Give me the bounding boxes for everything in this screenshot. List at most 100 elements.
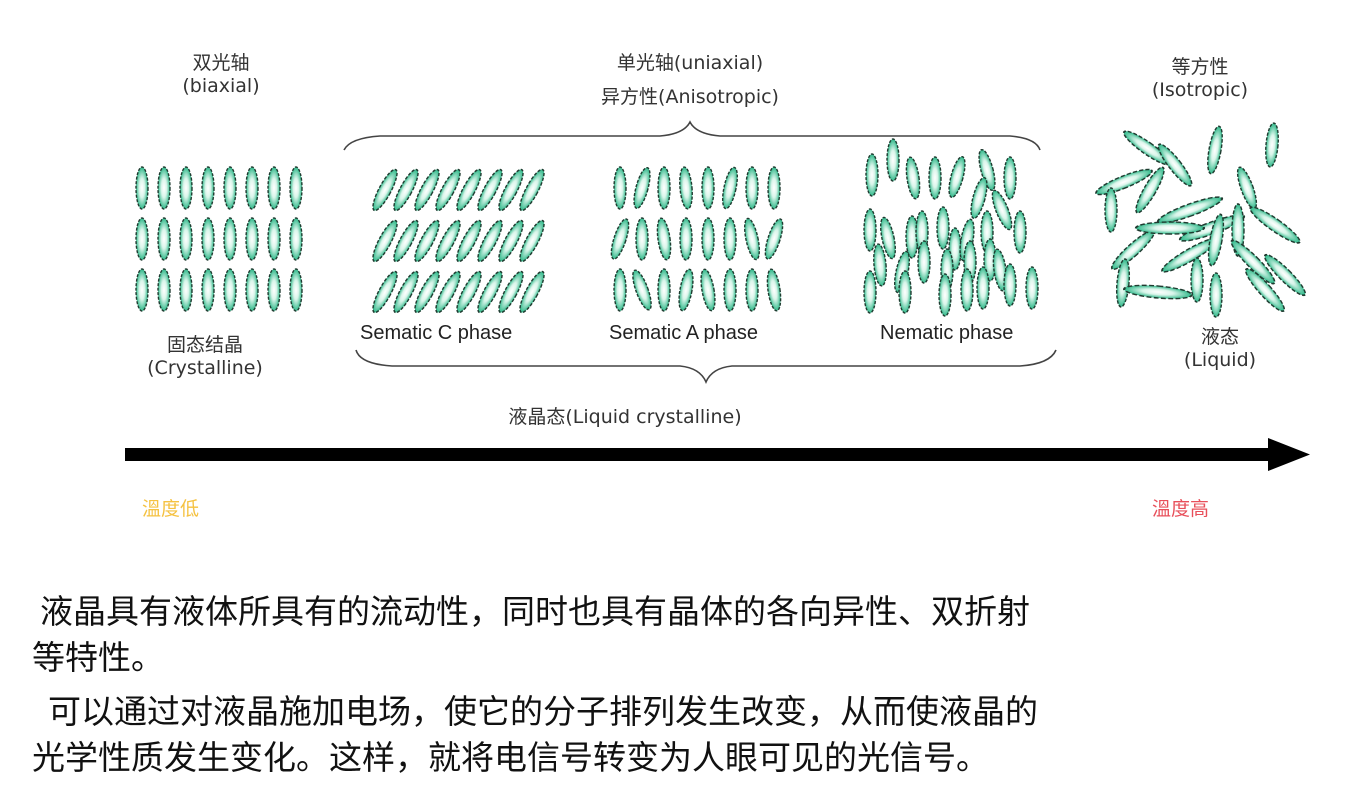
isotropic-label: 等方性 (Isotropic) (1125, 56, 1275, 102)
molecule-icon (761, 216, 787, 262)
liquid-label-en: (Liquid) (1183, 349, 1257, 371)
molecule-icon (135, 217, 149, 261)
molecule-icon (917, 240, 931, 284)
molecule-icon (936, 206, 950, 250)
molecule-icon (289, 217, 303, 261)
molecule-icon (1003, 263, 1017, 307)
molecule-icon (701, 217, 715, 261)
molecule-icon (679, 217, 693, 261)
nematic-label: Nematic phase (880, 322, 1014, 344)
molecule-icon (677, 165, 695, 211)
molecule-icon (1263, 121, 1281, 169)
molecule-icon (886, 138, 900, 182)
molecule-icon (898, 270, 912, 314)
molecule-icon (865, 153, 879, 197)
crystalline-label-en: (Crystalline) (147, 357, 263, 379)
molecule-icon (1204, 124, 1226, 176)
temperature-arrow (125, 438, 1310, 471)
molecule-icon (245, 166, 259, 210)
molecule-icon (1134, 220, 1206, 236)
molecule-icon (1003, 156, 1017, 200)
molecule-icon (767, 166, 781, 210)
body-text-line-1: 液晶具有液体所具有的流动性，同时也具有晶体的各向异性、双折射 (40, 592, 1030, 631)
molecule-icon (863, 208, 877, 252)
smectic-a-label: Sematic A phase (609, 322, 758, 344)
molecule-icon (135, 268, 149, 312)
molecule-icon (745, 166, 759, 210)
molecule-icon (657, 166, 671, 210)
crystalline-label-zh: 固态结晶 (166, 334, 243, 356)
molecule-icon (201, 268, 215, 312)
molecule-icon (179, 166, 193, 210)
molecule-icon (976, 266, 990, 310)
molecule-icon (764, 267, 784, 313)
molecule-icon (928, 156, 942, 200)
molecule-icon (267, 166, 281, 210)
biaxial-label-en: (biaxial) (182, 75, 260, 97)
molecule-icon (657, 268, 671, 312)
molecule-icon (1209, 272, 1223, 318)
liquid-label: 液态 (Liquid) (1160, 326, 1280, 372)
molecule-icon (1190, 257, 1204, 303)
anisotropic-brace (343, 120, 1041, 151)
crystalline-molecules (135, 166, 303, 312)
isotropic-label-zh: 等方性 (1171, 56, 1229, 78)
molecule-icon (1104, 187, 1118, 233)
molecule-icon (654, 216, 674, 262)
molecule-icon (628, 267, 656, 313)
molecule-icon (723, 217, 737, 261)
body-text-line-3: 可以通过对液晶施加电场，使它的分子排列发生改变，从而使液晶的 (48, 692, 1038, 731)
liquid-molecules (1092, 121, 1310, 318)
molecule-icon (179, 217, 193, 261)
molecule-icon (960, 268, 974, 312)
anisotropic-label: 异方性(Anisotropic) (601, 86, 779, 108)
molecule-icon (945, 154, 969, 200)
liquid-crystalline-label: 液晶态(Liquid crystalline) (508, 406, 742, 428)
uniaxial-label: 单光轴(uniaxial) (616, 52, 764, 74)
high-temperature-label: 溫度高 (1152, 498, 1210, 520)
molecule-icon (201, 166, 215, 210)
molecule-icon (223, 217, 237, 261)
molecule-icon (1107, 225, 1159, 275)
low-temperature-label: 溫度低 (142, 498, 200, 520)
molecule-icon (267, 268, 281, 312)
smectic-c-label: Sematic C phase (360, 322, 513, 344)
molecule-icon (613, 166, 627, 210)
molecule-icon (245, 268, 259, 312)
molecule-icon (903, 155, 923, 201)
molecule-icon (267, 217, 281, 261)
molecule-icon (938, 273, 952, 317)
molecule-icon (719, 165, 741, 211)
molecule-icon (157, 268, 171, 312)
molecule-icon (157, 166, 171, 210)
molecule-icon (223, 166, 237, 210)
molecule-icon (1013, 210, 1027, 254)
molecule-icon (635, 217, 649, 261)
molecule-icon (863, 270, 877, 314)
molecule-icon (675, 267, 697, 313)
liquid-crystalline-brace (355, 349, 1057, 385)
molecule-icon (201, 217, 215, 261)
molecule-icon (697, 267, 719, 313)
molecule-icon (179, 268, 193, 312)
molecule-icon (289, 268, 303, 312)
molecule-icon (245, 217, 259, 261)
nematic-molecules (863, 138, 1039, 317)
biaxial-label: 双光轴 (biaxial) (160, 52, 282, 98)
molecule-icon (723, 268, 737, 312)
molecule-icon (1122, 281, 1194, 303)
liquid-label-zh: 液态 (1200, 326, 1239, 348)
body-text-line-4: 光学性质发生变化。这样，就将电信号转变为人眼可见的光信号。 (32, 738, 989, 777)
molecule-icon (135, 166, 149, 210)
molecule-icon (289, 166, 303, 210)
molecule-icon (1246, 201, 1304, 249)
molecule-icon (745, 268, 759, 312)
molecule-icon (613, 268, 627, 312)
biaxial-label-zh: 双光轴 (192, 52, 250, 74)
molecule-icon (157, 217, 171, 261)
smectic-a-molecules (607, 165, 787, 313)
molecule-icon (1025, 266, 1039, 310)
body-text-line-2: 等特性。 (32, 638, 164, 677)
molecule-icon (701, 166, 715, 210)
